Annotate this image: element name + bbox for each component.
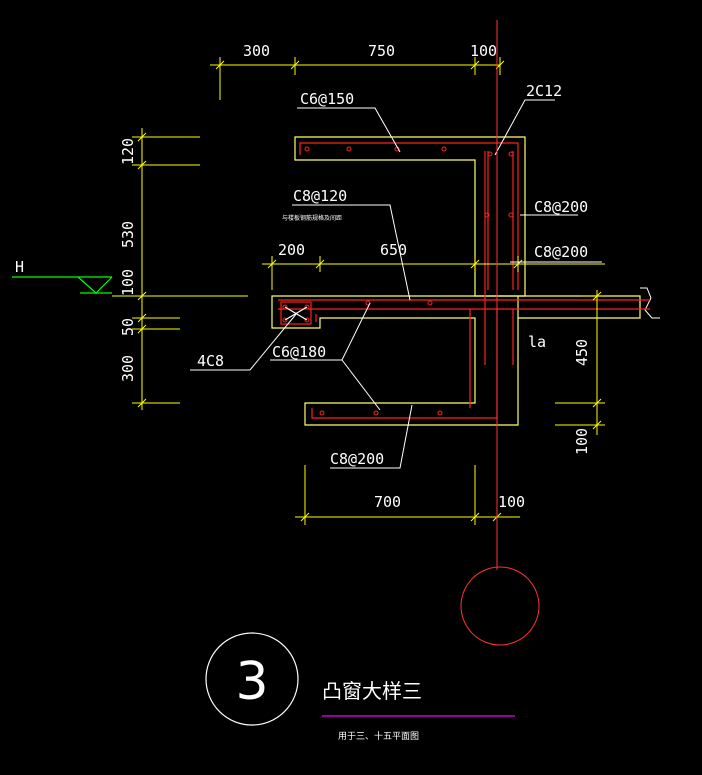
dim-mid-650: 650	[380, 241, 407, 259]
leader-lines	[190, 99, 602, 469]
title-name: 凸窗大样三	[322, 679, 422, 703]
dim-left-100: 100	[119, 269, 137, 296]
axis-bubble	[460, 566, 540, 646]
label-beam-bars: 4C8	[197, 352, 224, 370]
dim-top-100: 100	[470, 42, 497, 60]
dim-top-750: 750	[368, 42, 395, 60]
label-ground-mark: H	[15, 258, 24, 276]
label-right-wall-1: C8@200	[534, 198, 588, 216]
concrete-outline	[271, 136, 641, 426]
label-corner-bars: 2C12	[526, 82, 562, 100]
break-line	[640, 287, 660, 319]
dim-mid-200: 200	[278, 241, 305, 259]
dim-left-300: 300	[119, 355, 137, 382]
rebar-lines	[278, 142, 650, 419]
label-top-stirrup: C6@150	[300, 90, 354, 108]
label-right-wall-2: C8@200	[534, 243, 588, 261]
label-upper-slab-note: 与楼板钢筋规格及间距	[282, 214, 342, 222]
title-number: 3	[235, 652, 268, 712]
label-anchor: la	[528, 333, 546, 351]
dim-right-100: 100	[573, 428, 591, 455]
dim-left-120: 120	[119, 138, 137, 165]
label-bottom-slab: C8@200	[330, 450, 384, 468]
dimension-lines	[112, 57, 605, 525]
title-block	[205, 632, 515, 726]
title-circle	[205, 632, 299, 726]
dim-right-450: 450	[573, 339, 591, 366]
dim-bottom-700: 700	[374, 493, 401, 511]
dim-left-530: 530	[119, 221, 137, 248]
dim-left-50: 50	[119, 318, 137, 336]
label-beam-stirrup: C6@180	[272, 343, 326, 361]
label-upper-slab: C8@120	[293, 187, 347, 205]
axis-line	[460, 20, 540, 646]
ground-symbol	[12, 276, 113, 294]
dim-bottom-100: 100	[498, 493, 525, 511]
title-note: 用于三、十五平面图	[338, 730, 419, 742]
dim-top-300: 300	[243, 42, 270, 60]
